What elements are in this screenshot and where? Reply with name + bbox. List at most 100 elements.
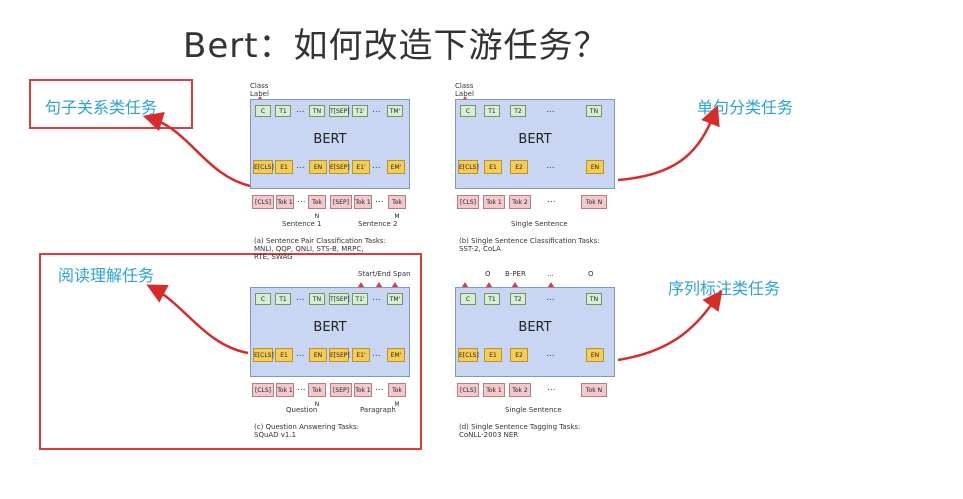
- t-token-b-3: ...: [546, 105, 555, 115]
- class-label-a: Class Label: [250, 82, 269, 98]
- arrow-to-single-classification: [617, 105, 720, 182]
- t-token-c-3: TN: [309, 293, 325, 305]
- e-token-d-4: EN: [586, 348, 604, 362]
- input-token-b-1: Tok 1: [483, 195, 505, 209]
- output-marker-d-0: [460, 282, 470, 290]
- bert-label-b: BERT: [518, 132, 552, 147]
- caption-d: (d) Single Sentence Tagging Tasks: CoNLL…: [459, 423, 581, 439]
- caption-b: (b) Single Sentence Classification Tasks…: [459, 237, 600, 253]
- e-token-c-6: ...: [372, 349, 381, 359]
- e-token-a-6: ...: [372, 161, 381, 171]
- tag-label-d-1: B-PER: [505, 270, 526, 278]
- e-token-c-4: E[SEP]: [329, 348, 350, 362]
- input-token-c-7: Tok M: [388, 383, 406, 408]
- segment-label-c-2: Paragraph: [360, 406, 396, 414]
- segment-label-d-1: Single Sentence: [505, 406, 562, 414]
- output-marker-d-2: [510, 282, 520, 290]
- arrow-to-sentence-pair: [142, 112, 251, 188]
- task-label-sentence-pair: 句子关系类任务: [45, 98, 158, 117]
- e-token-a-1: E1: [275, 160, 293, 174]
- e-token-d-2: E2: [510, 348, 528, 362]
- e-token-c-7: EM': [387, 348, 405, 362]
- arrow-to-sequence-tagging: [617, 289, 723, 362]
- input-token-a-1: Tok 1: [276, 195, 294, 209]
- e-token-d-0: E[CLS]: [458, 348, 479, 362]
- input-token-c-1: Tok 1: [276, 383, 294, 397]
- t-token-c-0: C: [255, 293, 271, 305]
- t-token-a-4: T[SEP]: [329, 105, 350, 117]
- t-token-b-4: TN: [586, 105, 602, 117]
- bert-block-b: BERT C T1 T2 ... TN E[CLS] E1 E2 ... EN: [455, 99, 615, 189]
- task-label-sequence-tagging: 序列标注类任务: [668, 279, 781, 298]
- t-token-c-2: ...: [296, 293, 305, 303]
- bert-label-d: BERT: [518, 320, 552, 335]
- e-token-d-3: ...: [546, 349, 555, 359]
- t-token-c-1: T1: [275, 293, 291, 305]
- input-token-a-4: [SEP]: [330, 195, 352, 209]
- output-marker-c-3: [390, 282, 400, 290]
- segment-label-c-1: Question: [286, 406, 318, 414]
- t-token-d-0: C: [460, 293, 476, 305]
- input-token-d-3: ...: [547, 383, 556, 393]
- panel-c-question-answering: Start/End Span BERT C T1 ... TN T[SEP] T…: [250, 270, 460, 440]
- segment-label-b-1: Single Sentence: [511, 220, 568, 228]
- span-label-c: Start/End Span: [358, 270, 411, 278]
- bert-label-a: BERT: [313, 132, 347, 147]
- input-token-b-4: Tok N: [581, 195, 607, 209]
- panel-b-single-classification: Class Label BERT C T1 T2 ... TN E[CLS] E…: [455, 82, 665, 253]
- bert-block-a: BERT C T1 ... TN T[SEP] T1' ... TM' E[CL…: [250, 99, 410, 189]
- input-token-b-2: Tok 2: [509, 195, 531, 209]
- e-token-a-4: E[SEP]: [329, 160, 350, 174]
- t-token-c-7: TM': [387, 293, 403, 305]
- input-token-a-6: ...: [375, 195, 384, 205]
- bert-block-d: BERT C T1 T2 ... TN E[CLS] E1 E2 ... EN: [455, 287, 615, 377]
- tag-label-d-3: O: [588, 270, 594, 278]
- t-token-d-1: T1: [484, 293, 500, 305]
- e-token-a-5: E1': [352, 160, 370, 174]
- e-token-c-1: E1: [275, 348, 293, 362]
- input-token-d-1: Tok 1: [483, 383, 505, 397]
- e-token-c-2: ...: [296, 349, 305, 359]
- input-token-c-4: [SEP]: [330, 383, 352, 397]
- panel-a-sentence-pair: Class Label BERT C T1 ... TN T[SEP] T1' …: [250, 82, 460, 261]
- task-label-reading-comprehension: 阅读理解任务: [58, 266, 155, 285]
- t-token-b-0: C: [460, 105, 476, 117]
- input-token-c-6: ...: [375, 383, 384, 393]
- e-token-a-0: E[CLS]: [253, 160, 274, 174]
- input-token-d-2: Tok 2: [509, 383, 531, 397]
- output-marker-d-3: [546, 282, 556, 290]
- t-token-a-1: T1: [275, 105, 291, 117]
- bert-label-c: BERT: [313, 320, 347, 335]
- input-token-b-3: ...: [547, 195, 556, 205]
- arrow-to-reading-comprehension: [146, 284, 249, 355]
- t-token-a-3: TN: [309, 105, 325, 117]
- t-token-d-4: TN: [586, 293, 602, 305]
- task-label-single-classification: 单句分类任务: [697, 98, 794, 117]
- sentence-pair-highlight-box: [29, 79, 193, 129]
- t-token-a-0: C: [255, 105, 271, 117]
- input-token-c-5: Tok 1: [354, 383, 372, 397]
- input-token-d-0: [CLS]: [457, 383, 479, 397]
- e-token-b-1: E1: [484, 160, 502, 174]
- input-token-c-2: ...: [297, 383, 306, 393]
- caption-a: (a) Sentence Pair Classification Tasks: …: [254, 237, 386, 261]
- input-token-c-0: [CLS]: [252, 383, 274, 397]
- e-token-d-1: E1: [484, 348, 502, 362]
- segment-label-a-1: Sentence 1: [282, 220, 322, 228]
- e-token-c-3: EN: [309, 348, 327, 362]
- t-token-a-7: TM': [387, 105, 403, 117]
- input-token-a-2: ...: [297, 195, 306, 205]
- e-token-a-3: EN: [309, 160, 327, 174]
- t-token-d-3: ...: [546, 293, 555, 303]
- e-token-b-3: ...: [546, 161, 555, 171]
- tag-label-d-2: ...: [547, 270, 554, 278]
- t-token-c-4: T[SEP]: [329, 293, 350, 305]
- class-label-b: Class Label: [455, 82, 474, 98]
- e-token-a-7: EM': [387, 160, 405, 174]
- slide-title: Bert：如何改造下游任务？: [183, 26, 609, 66]
- e-token-b-2: E2: [510, 160, 528, 174]
- e-token-c-5: E1': [352, 348, 370, 362]
- output-marker-c-2: [374, 282, 384, 290]
